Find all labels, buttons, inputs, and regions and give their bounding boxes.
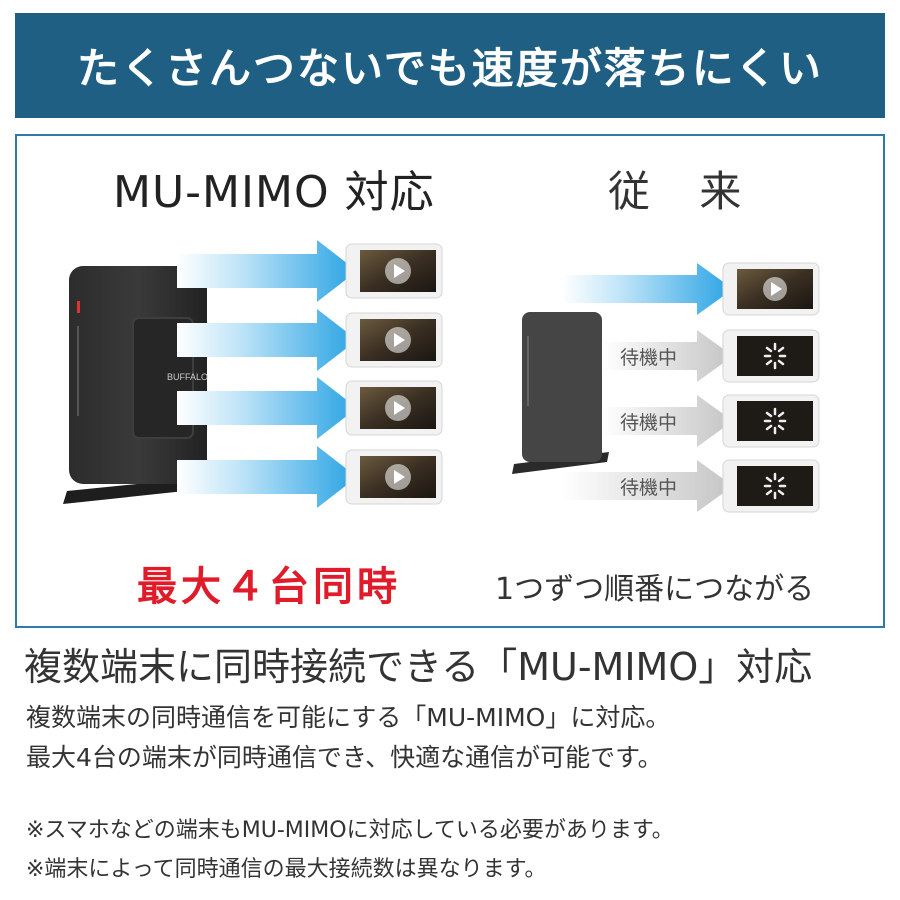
device-playing-4 [345,449,443,505]
description-line-2: 最大4台の端末が同時通信でき、快適な通信が可能です。 [26,743,663,772]
comparison-panel: MU-MIMO 対応 従 来 [15,134,885,628]
blue-arrow-2 [177,309,357,371]
headline-banner: たくさんつないでも速度が落ちにくい [15,13,885,118]
router-indicator-strip [77,326,79,416]
gray-arrow-1: 待機中 [602,330,733,382]
waiting-label: 待機中 [620,347,677,369]
router-body [522,312,602,462]
conventional-streams: 待機中 待機中 待機中 [562,263,733,512]
waiting-label: 待機中 [620,412,677,434]
device-loading-1 [722,329,820,383]
blue-arrow-3 [177,377,357,439]
conventional-heading: 従 来 [608,167,760,216]
blue-arrow-4 [177,446,357,508]
router-logo: BUFFALO [167,372,208,382]
mu-mimo-caption: 最大４台同時 [137,564,401,610]
waiting-label: 待機中 [620,477,677,499]
device-playing-2 [345,312,443,368]
mu-mimo-heading: MU-MIMO 対応 [113,167,435,218]
gray-arrow-2: 待機中 [602,395,733,447]
device-loading-2 [722,394,820,448]
mu-mimo-streams [177,240,443,508]
device-loading-3 [722,459,820,513]
comparison-diagram: BUFFALO [63,240,820,513]
router-indicator-strip [527,336,529,406]
blue-arrow-1 [177,240,357,302]
loading-spinner-icon [763,472,787,500]
loading-spinner-icon [763,342,787,370]
device-playing-conventional [722,262,820,316]
note-line-1: ※スマホなどの端末もMU-MIMOに対応している必要があります。 [26,818,674,843]
conventional-router [512,312,609,474]
headline-text: たくさんつないでも速度が落ちにくい [77,44,823,93]
description-line-1: 複数端末の同時通信を可能にする「MU-MIMO」に対応。 [26,703,671,732]
feature-title: 複数端末に同時接続できる「MU-MIMO」対応 [24,645,813,689]
router-led [77,301,80,313]
blue-arrow-active [562,263,733,315]
gray-arrow-3: 待機中 [562,460,733,512]
note-line-2: ※端末によって同時通信の最大接続数は異なります。 [26,857,547,882]
conventional-caption: 1つずつ順番につながる [495,572,815,607]
device-playing-1 [345,243,443,299]
loading-spinner-icon [763,407,787,435]
device-playing-3 [345,380,443,436]
